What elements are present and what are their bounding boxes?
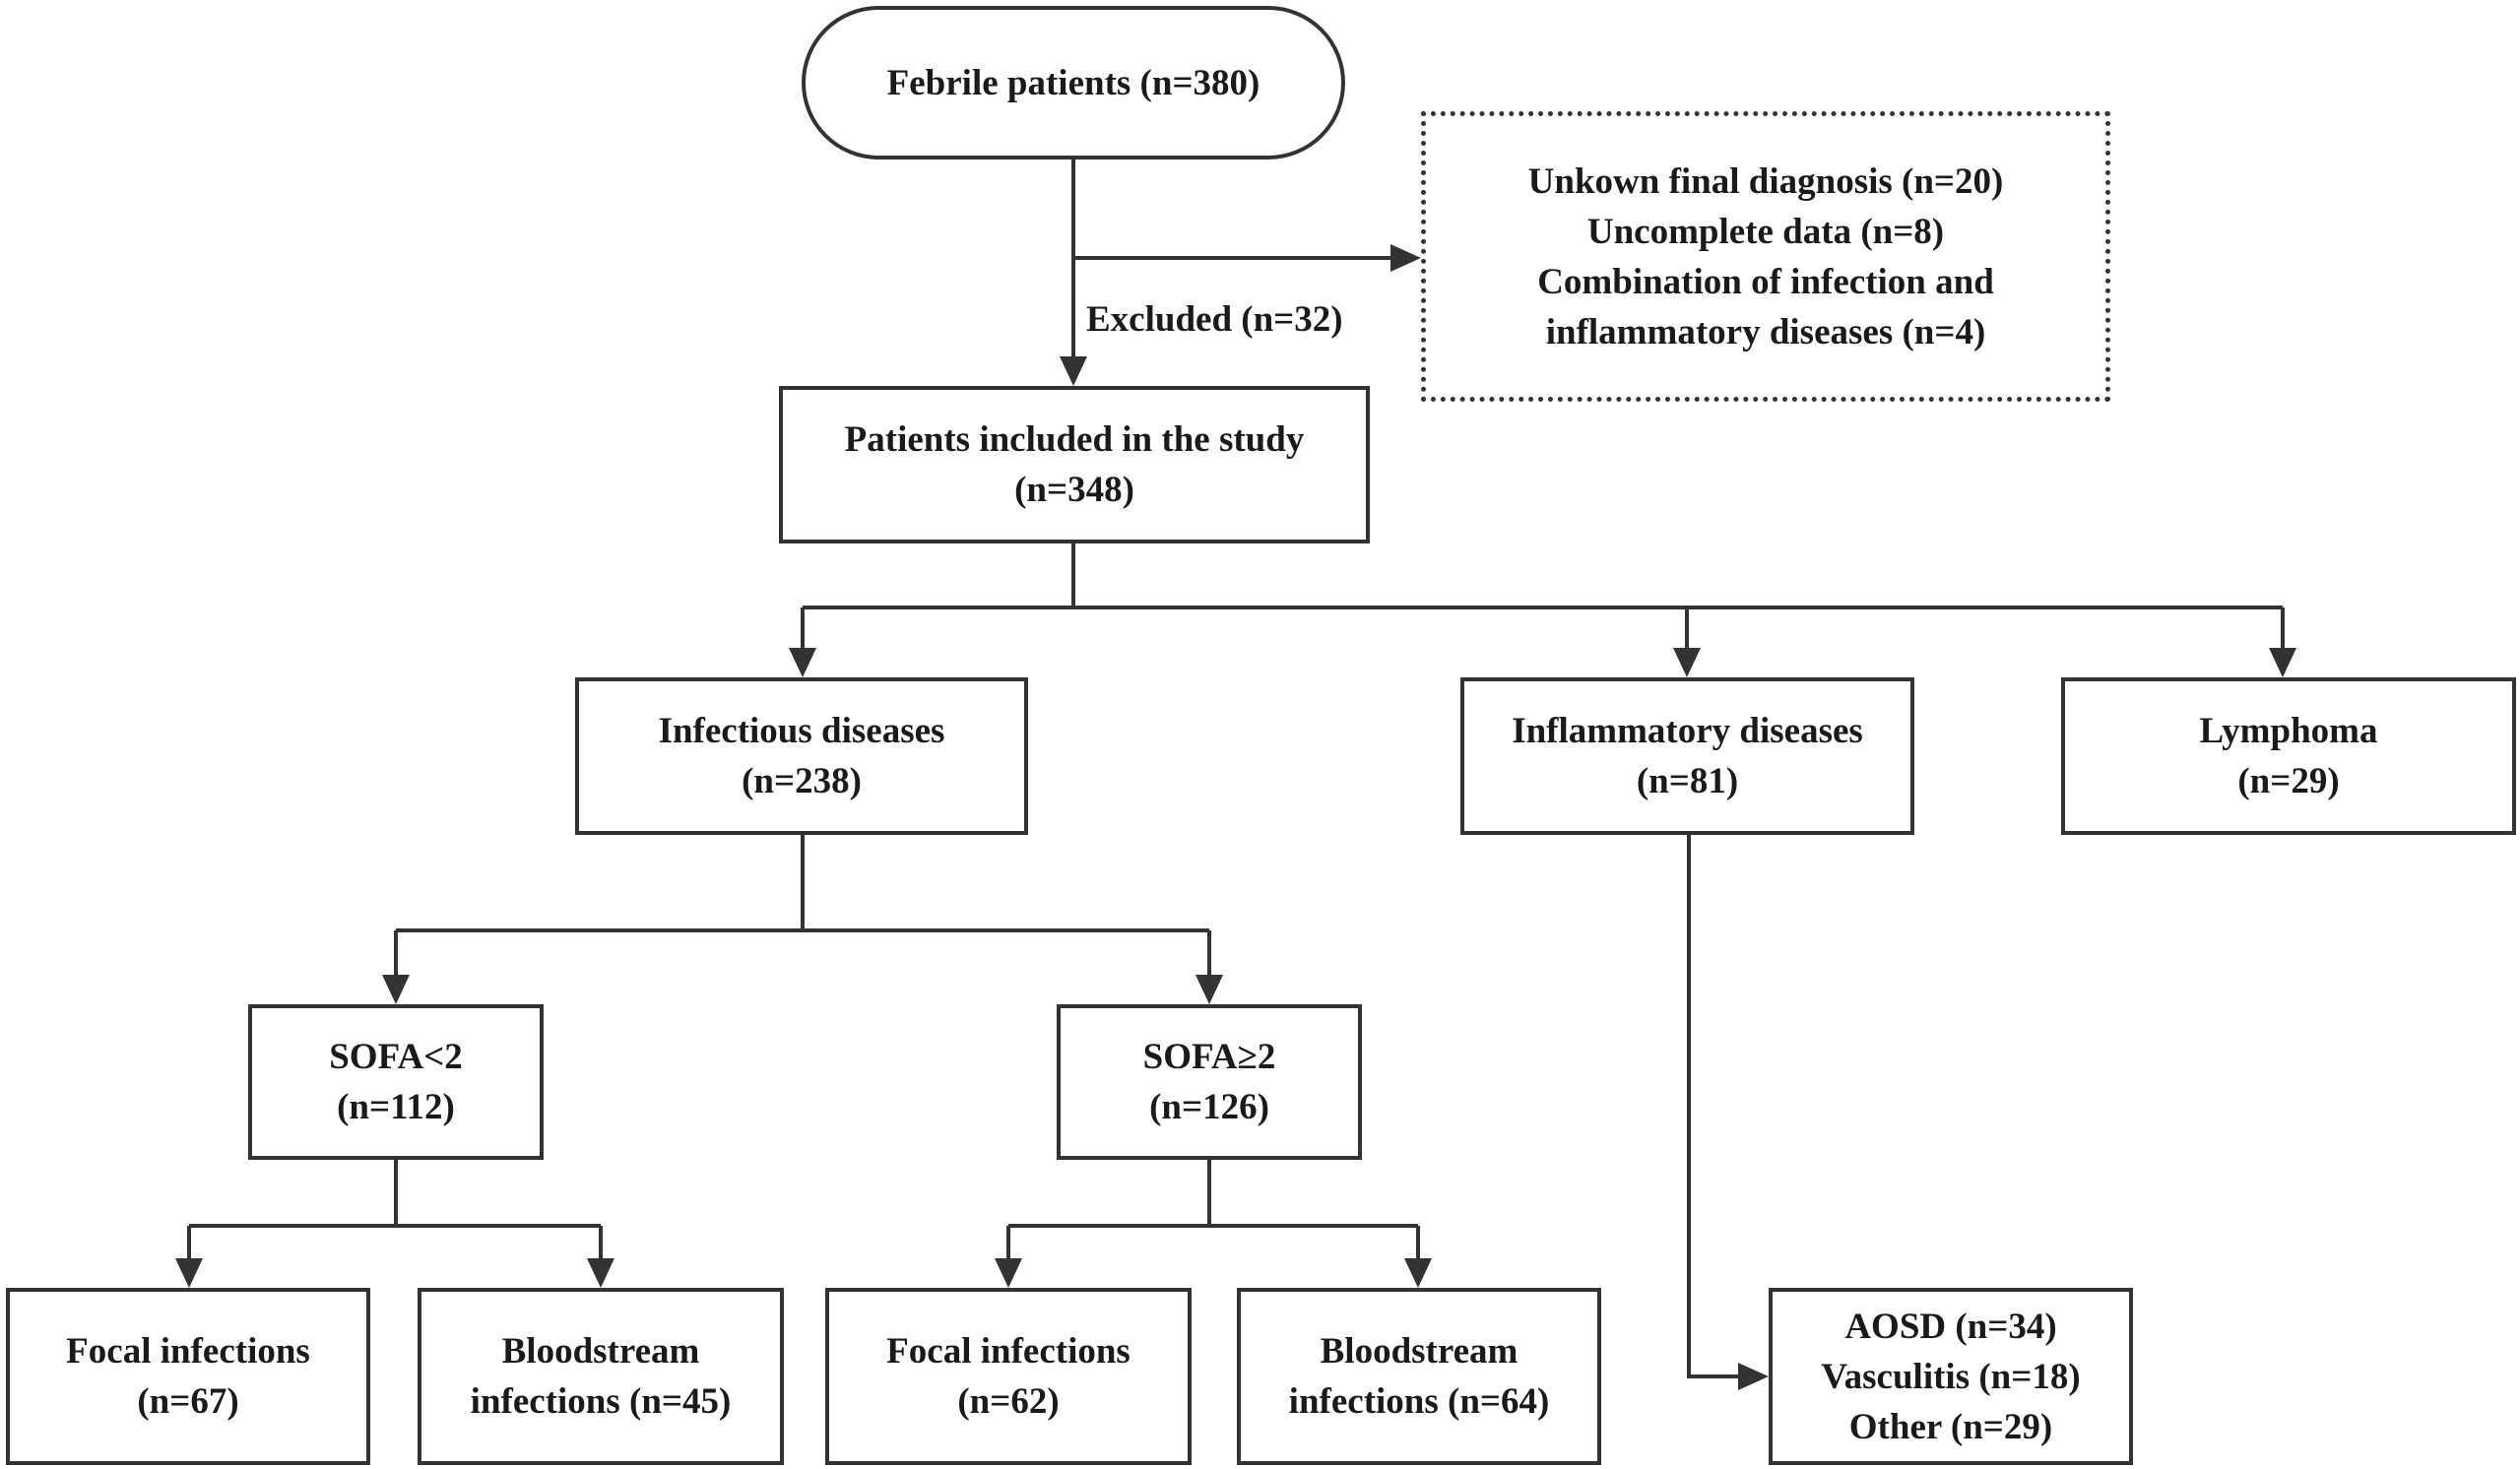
arrowhead-focal-high (995, 1258, 1022, 1288)
node-text: (n=112) (337, 1087, 455, 1127)
node-text: (n=126) (1149, 1087, 1269, 1127)
node-text: (n=67) (137, 1381, 239, 1422)
bloodstream-infections-high-node: Bloodstream infections (n=64) (1237, 1288, 1601, 1465)
connector-inflammatory-sub (1687, 835, 1738, 1378)
node-text: Febrile patients (n=380) (886, 62, 1260, 103)
arrowhead-included (1060, 356, 1087, 386)
arrowhead-infectious (789, 648, 816, 677)
node-text: (n=238) (742, 761, 862, 801)
focal-infections-high-node: Focal infections (n=62) (825, 1288, 1192, 1465)
focal-infections-low-node: Focal infections (n=67) (6, 1288, 370, 1465)
arrowhead-focal-low (175, 1258, 203, 1288)
inflammatory-subtypes-node: AOSD (n=34) Vasculitis (n=18) Other (n=2… (1769, 1288, 2133, 1465)
arrowhead-blood-high (1404, 1258, 1432, 1288)
excluded-reasons-node: Unkown final diagnosis (n=20) Uncomplete… (1421, 111, 2110, 402)
node-text: Uncomplete data (n=8) (1586, 211, 1945, 252)
arrowhead-excluded (1390, 244, 1421, 272)
inflammatory-diseases-node: Inflammatory diseases (n=81) (1460, 677, 1914, 835)
arrowhead-lymphoma (2269, 648, 2296, 677)
node-text: infections (n=45) (470, 1381, 732, 1422)
infectious-diseases-node: Infectious diseases (n=238) (575, 677, 1028, 835)
febrile-patients-node: Febrile patients (n=380) (802, 6, 1345, 160)
node-text: Infectious diseases (658, 711, 945, 751)
bloodstream-infections-low-node: Bloodstream infections (n=45) (418, 1288, 784, 1465)
node-text: SOFA≥2 (1142, 1037, 1276, 1077)
arrowhead-sofa-high (1195, 975, 1223, 1004)
node-text: Lymphoma (2199, 711, 2378, 751)
node-text: (n=348) (1014, 470, 1134, 510)
arrowhead-inflammatory (1673, 648, 1701, 677)
node-text: (n=62) (957, 1381, 1060, 1422)
node-text: Bloodstream (501, 1331, 700, 1372)
node-text: inflammatory diseases (n=4) (1545, 311, 1986, 352)
node-text: Patients included in the study (844, 419, 1305, 460)
node-text: AOSD (n=34) (1844, 1306, 2057, 1347)
node-text: Focal infections (886, 1331, 1131, 1372)
arrowhead-inflammatory-sub (1738, 1363, 1769, 1390)
excluded-label: Excluded (n=32) (1086, 299, 1343, 340)
node-text: Other (n=29) (1848, 1406, 2053, 1447)
node-text: Vasculitis (n=18) (1821, 1356, 2081, 1397)
sofa-low-node: SOFA<2 (n=112) (248, 1004, 544, 1160)
node-text: SOFA<2 (329, 1037, 463, 1077)
node-text: Bloodstream (1320, 1331, 1518, 1372)
sofa-high-node: SOFA≥2 (n=126) (1057, 1004, 1362, 1160)
node-text: (n=29) (2237, 761, 2340, 801)
lymphoma-node: Lymphoma (n=29) (2061, 677, 2516, 835)
node-text: Combination of infection and (1537, 261, 1994, 302)
node-text: infections (n=64) (1288, 1381, 1550, 1422)
node-text: Unkown final diagnosis (n=20) (1527, 160, 2004, 202)
node-text: (n=81) (1636, 761, 1739, 801)
node-text: Focal infections (66, 1331, 310, 1372)
arrowhead-sofa-low (382, 975, 410, 1004)
node-text: Inflammatory diseases (1512, 711, 1863, 751)
included-patients-node: Patients included in the study (n=348) (779, 386, 1370, 543)
arrowhead-blood-low (587, 1258, 614, 1288)
